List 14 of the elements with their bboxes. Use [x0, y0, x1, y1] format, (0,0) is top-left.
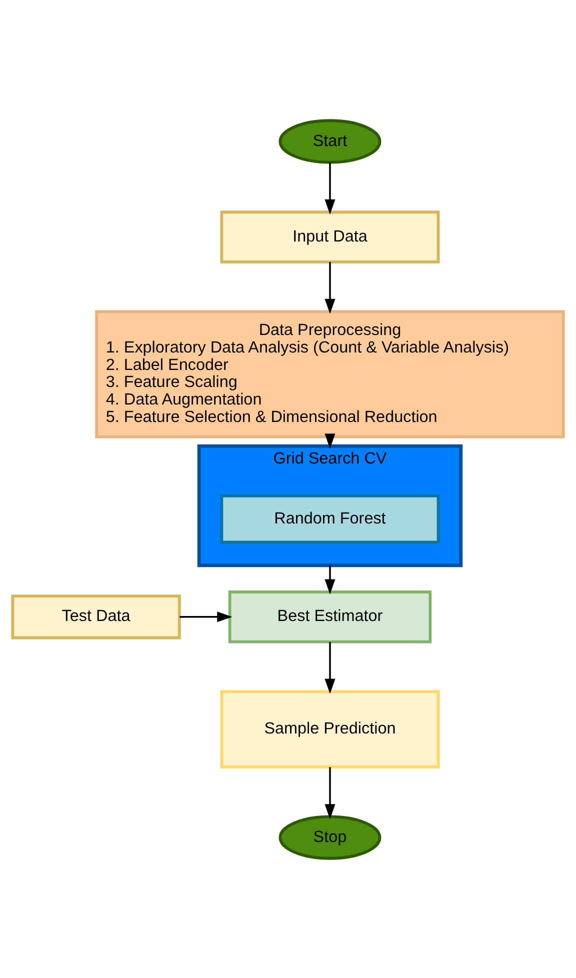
arrow — [324, 262, 336, 314]
arrow — [324, 641, 336, 694]
node-box: Best Estimator — [228, 590, 432, 643]
node-box: Test Data — [11, 594, 181, 639]
node-box: Input Data — [220, 210, 440, 263]
arrow — [324, 766, 336, 819]
node-box: Sample Prediction — [220, 690, 440, 768]
arrow — [324, 564, 336, 594]
arrow — [180, 611, 232, 622]
arrow — [324, 433, 336, 448]
node-ellipse: Stop — [278, 814, 382, 860]
node-ellipse: Start — [278, 118, 382, 164]
arrow — [324, 162, 336, 214]
node-box: Random Forest — [220, 494, 440, 544]
